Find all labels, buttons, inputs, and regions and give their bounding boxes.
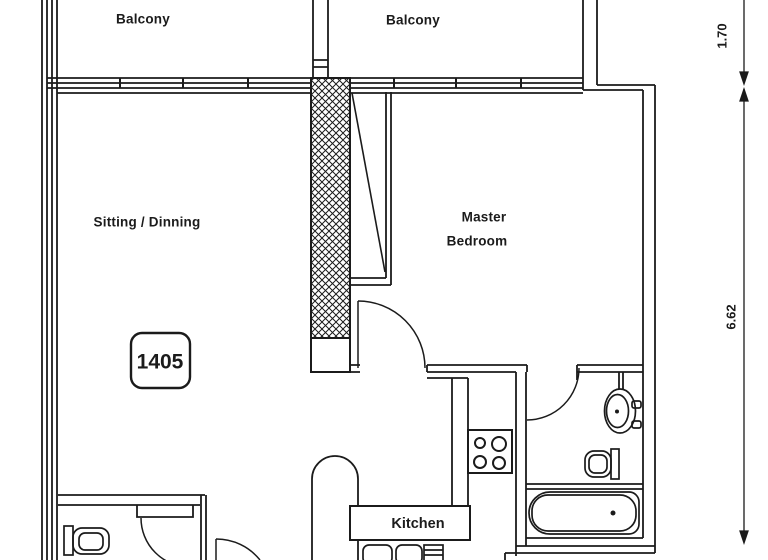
bedroom-door-arc-icon — [357, 300, 426, 369]
interior-walls — [58, 92, 643, 560]
room-label-master-line2: Bedroom — [447, 234, 508, 249]
duct-diagonal-icon — [351, 92, 386, 273]
kitchen-counter-edge — [427, 377, 469, 506]
unit-number-box — [129, 331, 192, 390]
toilet-icon — [584, 448, 620, 480]
kitchen-peninsula-icon — [311, 455, 359, 560]
bathroom-door-arc-icon — [526, 367, 580, 421]
room-label-balcony-left: Balcony — [116, 12, 170, 27]
door-swings — [140, 300, 580, 560]
bathroom-fixtures — [528, 388, 642, 535]
dimension-lines — [739, 0, 749, 546]
unit-number-label: 1405 — [137, 351, 184, 374]
dimension-arrow-icon — [739, 530, 749, 546]
wc-door-lintel — [136, 505, 194, 518]
entry-door-arc-icon — [215, 538, 261, 560]
bathroom-sink-icon — [603, 388, 642, 434]
wc-toilet-icon — [63, 525, 110, 556]
kitchen-label-box — [349, 505, 471, 541]
room-label-master-line1: Master — [462, 210, 507, 225]
dimension-arrow-icon — [739, 71, 749, 87]
dimension-label-unit-depth: 6.62 — [724, 304, 739, 329]
room-label-sitting-dining: Sitting / Dinning — [94, 215, 201, 230]
wc-door-arc-icon — [140, 517, 167, 560]
kitchen-sink-icon — [362, 544, 444, 560]
stove-burners-icon — [467, 429, 513, 474]
kitchen-fixtures — [311, 429, 513, 560]
bathtub-icon — [528, 491, 640, 535]
room-label-kitchen: Kitchen — [391, 516, 444, 532]
room-label-balcony-right: Balcony — [386, 13, 440, 28]
dimension-label-balcony-depth: 1.70 — [715, 23, 730, 48]
crosshatch-shaft-icon — [310, 77, 351, 373]
